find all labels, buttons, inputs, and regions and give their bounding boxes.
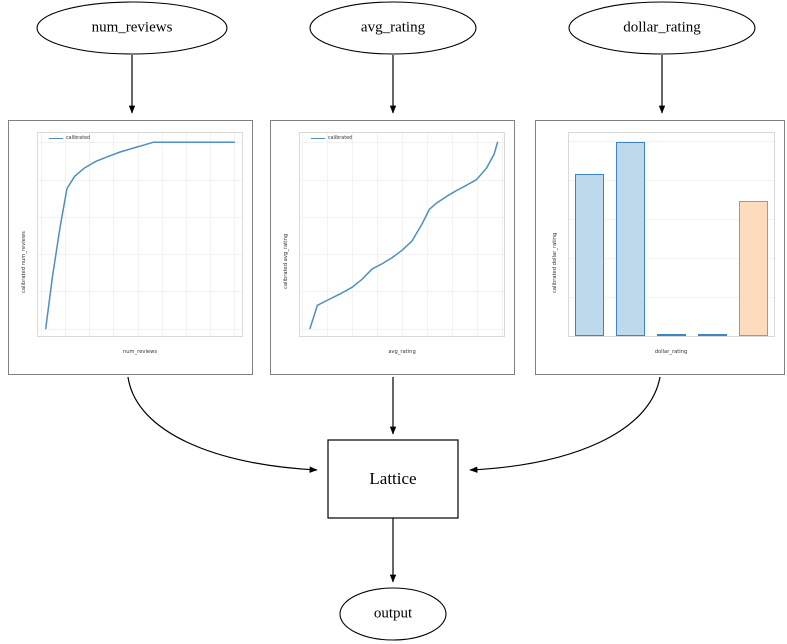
node-label-num-reviews: num_reviews bbox=[91, 19, 173, 36]
gridline-horizontal bbox=[569, 218, 774, 220]
bar-DDDD bbox=[697, 334, 728, 336]
edge-chart3-to-lattice bbox=[469, 376, 661, 473]
xaxis-label-num-reviews: num_reviews bbox=[122, 349, 158, 355]
series-line-calibrated bbox=[309, 141, 499, 330]
node-label-dollar-rating: dollar_rating bbox=[623, 19, 701, 36]
gridline-vertical bbox=[402, 133, 403, 336]
series-line-group bbox=[309, 141, 499, 330]
gridline-horizontal bbox=[569, 257, 774, 259]
gridline-vertical bbox=[234, 133, 236, 336]
yaxis-label-num-reviews: calibrated num_reviews bbox=[21, 231, 27, 293]
bar-D bbox=[574, 173, 605, 336]
gridline-vertical bbox=[113, 133, 115, 336]
node-label-lattice: Lattice bbox=[369, 469, 417, 488]
gridline-vertical bbox=[377, 133, 379, 336]
legend-avg-rating: calibrated bbox=[311, 136, 352, 141]
gridline-vertical bbox=[426, 133, 428, 336]
bar-DDD bbox=[656, 334, 687, 336]
bar-missing bbox=[738, 200, 769, 336]
yaxis-label-dollar-rating: calibrated dollar_rating bbox=[552, 232, 558, 293]
legend-label-calibrated: calibrated bbox=[328, 136, 353, 141]
node-lattice-box[interactable] bbox=[327, 439, 459, 519]
node-num-reviews-ellipse[interactable] bbox=[36, 1, 228, 55]
node-dollar-rating-ellipse[interactable] bbox=[568, 1, 756, 55]
gridline-vertical bbox=[352, 133, 354, 336]
calibration-chart-avg-rating: 0.00.20.40.60.81.01.01.52.02.53.03.54.04… bbox=[270, 120, 515, 375]
gridline-vertical bbox=[137, 133, 139, 336]
gridline-horizontal bbox=[38, 216, 242, 218]
gridline-horizontal bbox=[38, 179, 242, 181]
series-line-calibrated bbox=[44, 141, 236, 330]
gridline-vertical bbox=[210, 133, 212, 336]
gridline-vertical bbox=[89, 133, 91, 336]
gridline-vertical bbox=[40, 133, 42, 336]
gridline-horizontal bbox=[569, 336, 774, 337]
node-avg-rating-ellipse[interactable] bbox=[309, 1, 477, 55]
gridline-vertical bbox=[161, 133, 163, 336]
gridline-vertical bbox=[327, 133, 329, 336]
gridline-horizontal bbox=[38, 291, 242, 293]
plot-area-dollar-rating: DDDDDDDDDDmissing0.00.20.40.60.81.0 bbox=[568, 132, 775, 337]
gridline-vertical bbox=[185, 133, 187, 336]
legend-num-reviews: calibrated bbox=[49, 136, 90, 141]
gridline-horizontal bbox=[569, 296, 774, 298]
calibration-chart-num-reviews: 0.00.20.40.60.81.00255075100125150175200… bbox=[8, 120, 253, 375]
legend-swatch-calibrated bbox=[49, 137, 63, 140]
gridline-vertical bbox=[501, 133, 503, 336]
plot-area-avg-rating: 0.00.20.40.60.81.01.01.52.02.53.03.54.04… bbox=[299, 132, 505, 337]
node-label-avg-rating: avg_rating bbox=[360, 19, 426, 36]
gridline-vertical bbox=[451, 133, 453, 336]
legend-label-calibrated: calibrated bbox=[66, 136, 91, 141]
xaxis-label-dollar-rating: dollar_rating bbox=[654, 349, 688, 355]
node-output-ellipse[interactable] bbox=[339, 587, 447, 641]
series-line-group bbox=[44, 141, 236, 330]
plot-area-num-reviews: 0.00.20.40.60.81.00255075100125150175200 bbox=[37, 132, 243, 337]
gridline-vertical bbox=[65, 133, 67, 336]
gridline-horizontal bbox=[38, 254, 242, 256]
gridline-vertical bbox=[476, 133, 478, 336]
calibration-chart-dollar-rating: DDDDDDDDDDmissing0.00.20.40.60.81.0 doll… bbox=[535, 120, 785, 375]
bar-DD bbox=[615, 142, 646, 336]
gridline-horizontal bbox=[569, 179, 774, 181]
xaxis-label-avg-rating: avg_rating bbox=[388, 349, 416, 355]
node-label-output-text: output bbox=[373, 605, 413, 622]
gridline-horizontal bbox=[569, 140, 774, 142]
gridline-vertical bbox=[302, 133, 304, 336]
gridline-horizontal bbox=[38, 142, 242, 144]
yaxis-label-avg-rating: calibrated avg_rating bbox=[283, 233, 289, 289]
legend-swatch-calibrated bbox=[311, 137, 325, 140]
edge-chart1-to-lattice bbox=[127, 376, 318, 473]
gridline-horizontal bbox=[38, 328, 242, 330]
